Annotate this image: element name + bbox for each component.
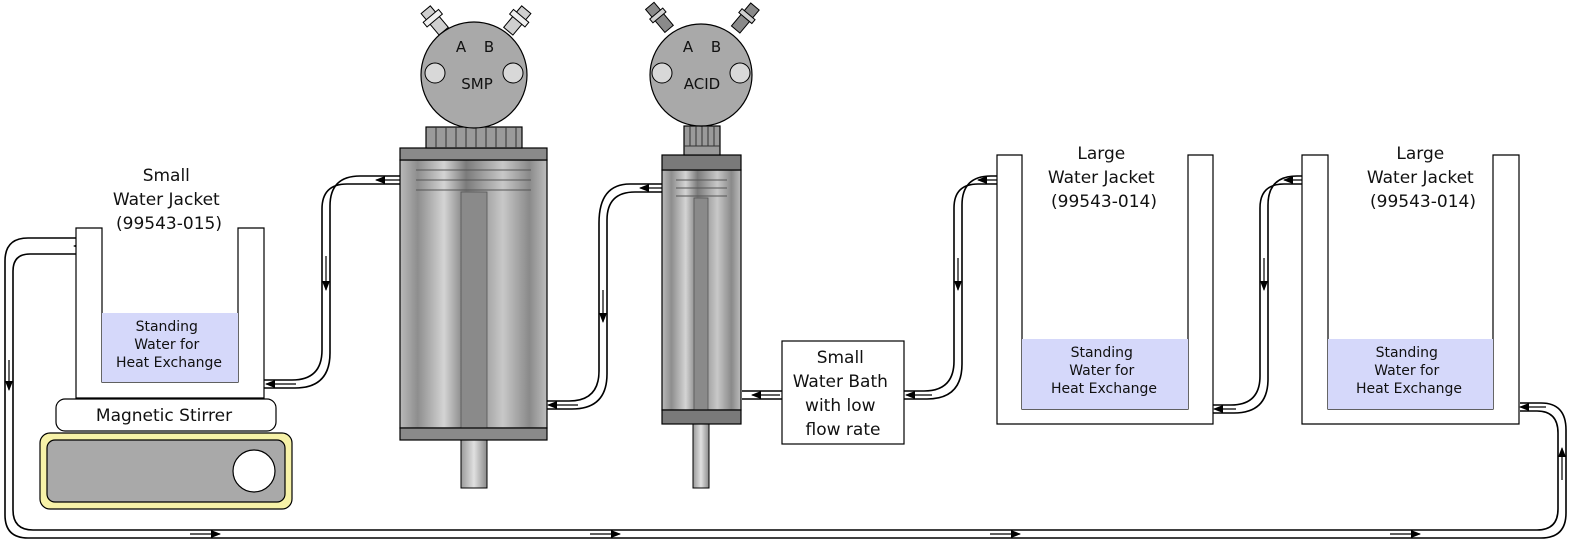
standing-water xyxy=(1328,339,1493,409)
inner-rod xyxy=(460,191,488,429)
piston-rod xyxy=(692,423,710,489)
stirrer-label: Magnetic Stirrer xyxy=(96,406,232,426)
inner-rod xyxy=(693,197,709,411)
valve-port-left xyxy=(424,62,446,84)
knurled-collar xyxy=(425,126,523,149)
tube-smp-to-acid-outer xyxy=(547,191,662,410)
standing-water xyxy=(1022,339,1188,409)
tube-large1-to-large2-inner xyxy=(1213,183,1302,406)
tube-bath-to-large1-outer xyxy=(904,175,997,400)
port-a-label: A xyxy=(683,38,694,56)
valve-head xyxy=(420,21,528,129)
bath-box xyxy=(781,340,905,445)
jacket-vessel xyxy=(1301,154,1520,425)
tube-smp-to-acid-inner xyxy=(547,183,662,402)
large-water-jacket-1: Large Water Jacket (99543-014) Standing … xyxy=(996,144,1214,425)
bottom-cap xyxy=(661,409,742,425)
jacket-vessel xyxy=(996,154,1214,425)
piston-rod xyxy=(460,437,488,489)
bath-label: Small Water Bath with low flow rate xyxy=(793,348,894,440)
valve-port-left xyxy=(651,62,673,84)
tube-jacket-to-smp-inner xyxy=(264,183,400,381)
jacket-title: Small Water Jacket (99543-015) xyxy=(113,166,225,234)
return-loop-tube-outer xyxy=(4,237,1567,539)
small-water-jacket: Small Water Jacket (99543-015) Standing … xyxy=(75,166,265,399)
small-water-bath: Small Water Bath with low flow rate xyxy=(781,340,905,445)
bottom-cap xyxy=(399,427,548,441)
water-label: Standing Water for Heat Exchange xyxy=(1051,345,1157,397)
connector-a xyxy=(420,5,450,36)
standing-water xyxy=(102,313,238,382)
water-label: Standing Water for Heat Exchange xyxy=(1356,345,1462,397)
port-a-label: A xyxy=(456,38,467,56)
valve-head xyxy=(649,23,753,127)
stirrer-knob xyxy=(232,449,276,493)
return-loop-tube-inner xyxy=(12,253,1559,531)
pump-name: SMP xyxy=(461,75,493,93)
stirrer-plate xyxy=(55,398,277,432)
port-b-label: B xyxy=(711,38,721,56)
connector-a xyxy=(644,1,675,34)
water-label: Standing Water for Heat Exchange xyxy=(116,319,222,371)
pump-name: ACID xyxy=(684,75,720,93)
top-cap xyxy=(661,154,742,171)
tube-jacket-to-smp-outer xyxy=(264,175,400,389)
tube-large1-to-large2-outer xyxy=(1213,175,1302,414)
large-water-jacket-2: Large Water Jacket (99543-014) Standing … xyxy=(1301,144,1520,425)
port-b-label: B xyxy=(484,38,494,56)
valve-port-right xyxy=(502,62,524,84)
connector-b xyxy=(730,2,760,34)
connector-b xyxy=(502,5,532,36)
jacket-vessel xyxy=(75,227,265,399)
jacket-title: Large Water Jacket (99543-014) xyxy=(1367,144,1479,212)
acid-pump: A B ACID xyxy=(644,1,760,489)
tube-bath-to-large1-inner xyxy=(904,183,997,392)
smp-pump: A B SMP xyxy=(399,5,548,489)
stirrer-panel xyxy=(46,439,286,503)
jacket-title: Large Water Jacket (99543-014) xyxy=(1048,144,1160,212)
tubing xyxy=(4,175,1567,539)
valve-port-right xyxy=(729,62,751,84)
top-cap xyxy=(399,147,548,161)
magnetic-stirrer: Magnetic Stirrer xyxy=(39,398,293,510)
